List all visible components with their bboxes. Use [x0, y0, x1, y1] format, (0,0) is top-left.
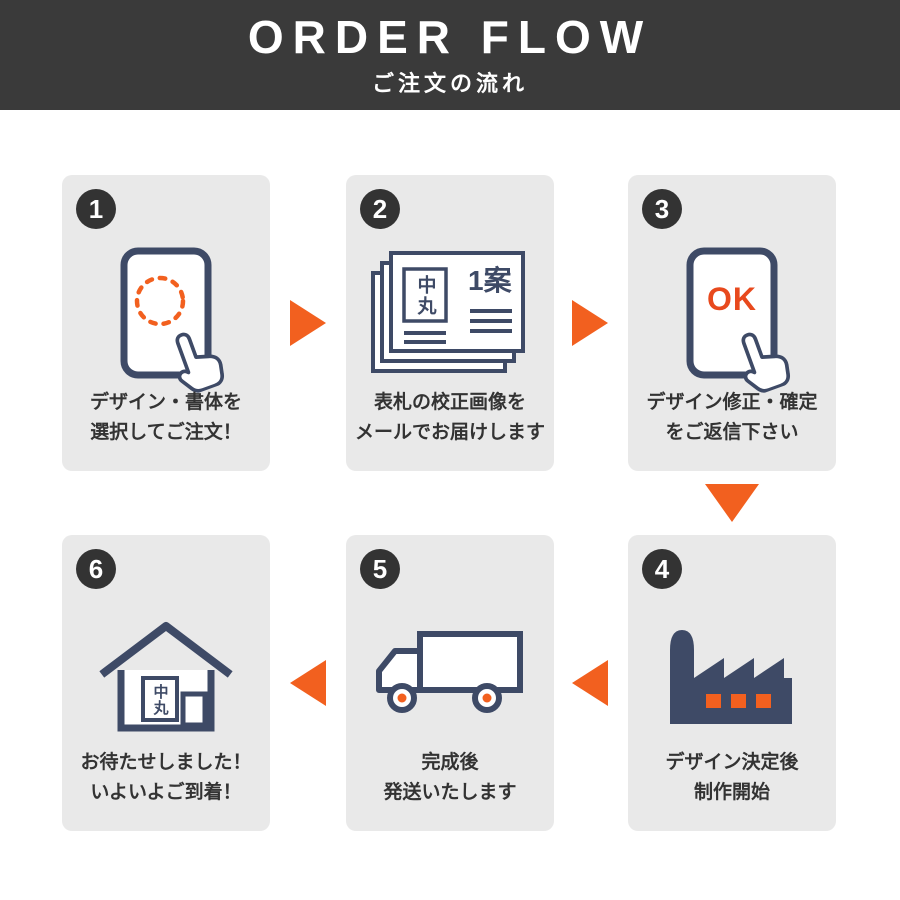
- step-number-badge: 5: [360, 549, 400, 589]
- header-banner: ORDER FLOW ご注文の流れ: [0, 0, 900, 110]
- nameplate-label: 中丸: [151, 684, 169, 716]
- nameplate-label: 中丸: [414, 275, 436, 317]
- step-card-4: 4 デザイン決定後 制作開始: [628, 535, 836, 831]
- flow-arrow-right-2: [572, 300, 608, 346]
- ok-label: OK: [707, 281, 757, 317]
- house-icon: 中丸: [91, 612, 241, 734]
- step-caption: お待たせしました！ いよいよご到着！: [80, 752, 252, 803]
- step-card-5: 5 完成後 発送いたします: [346, 535, 554, 831]
- step-card-1: 1 デザイン・書体を 選択してご注文！: [62, 175, 270, 471]
- factory-icon: [669, 629, 792, 724]
- step-number-badge: 2: [360, 189, 400, 229]
- page-title: ORDER FLOW: [247, 11, 653, 63]
- hand-cursor-icon: [741, 332, 791, 393]
- flow-arrow-left-1: [572, 660, 608, 706]
- step-caption: デザイン・書体を 選択してご注文！: [89, 392, 242, 443]
- truck-icon: [376, 630, 523, 713]
- step-number-badge: 3: [642, 189, 682, 229]
- step-number-badge: 6: [76, 549, 116, 589]
- step-caption: デザイン決定後 制作開始: [665, 752, 799, 803]
- draft-count-label: 1案: [468, 265, 512, 296]
- step-caption: デザイン修正・確定 をご返信下さい: [646, 392, 818, 443]
- step-card-6: 6 中丸 お待たせしました！ いよいよご到着！: [62, 535, 270, 831]
- flow-arrow-down: [705, 484, 759, 522]
- step-number-badge: 4: [642, 549, 682, 589]
- hand-cursor-icon: [175, 332, 225, 393]
- proof-sheets-icon: 中丸 1案: [370, 249, 530, 377]
- step-number-badge: 1: [76, 189, 116, 229]
- page-subtitle: ご注文の流れ: [371, 70, 528, 96]
- step-card-3: 3 OK デザイン修正・確定 をご返信下さい: [628, 175, 836, 471]
- smartphone-ok-icon: OK: [686, 247, 791, 393]
- flow-arrow-left-2: [290, 660, 326, 706]
- step-card-2: 2 中丸 1案 表札の校正画像を メールでお届けしま: [346, 175, 554, 471]
- flow-arrow-right-1: [290, 300, 326, 346]
- step-caption: 表札の校正画像を メールでお届けします: [354, 392, 545, 443]
- smartphone-tap-icon: [120, 247, 225, 393]
- step-caption: 完成後 発送いたします: [383, 752, 517, 803]
